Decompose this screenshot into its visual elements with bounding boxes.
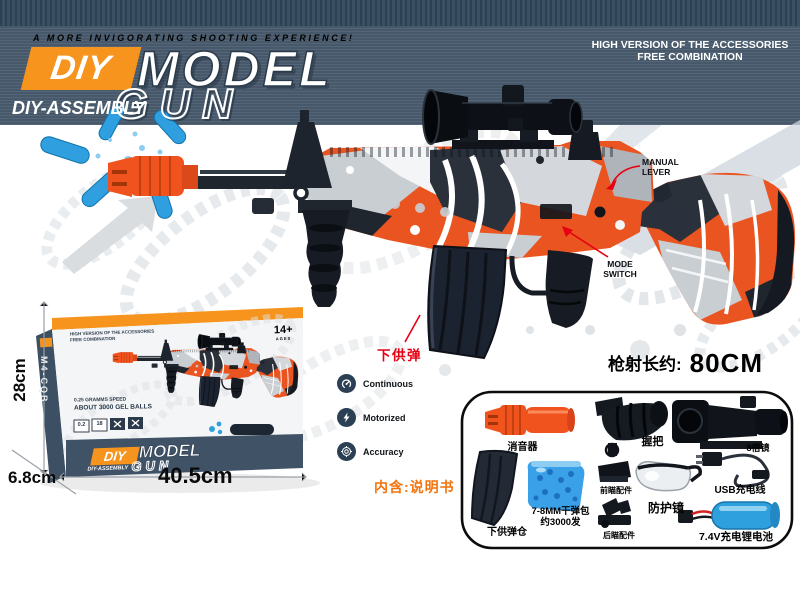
callout-mode-switch: MODE SWITCH [588, 259, 652, 279]
box-badge-1: 0.2 [77, 422, 86, 428]
mode-switch-line2: SWITCH [603, 268, 637, 279]
usb-cable-item [696, 452, 770, 488]
scope [422, 85, 583, 149]
box-logo-diy: DIY [103, 448, 127, 465]
mode-switch-line1: MODE [607, 259, 633, 269]
box-side-model: M4-CQB [39, 356, 49, 404]
feature-motorized: Motorized [337, 408, 413, 427]
grip-item [595, 397, 668, 441]
feature-label: Motorized [363, 412, 406, 423]
feature-label: Continuous [363, 378, 413, 389]
header-right-note-line2: FREE COMBINATION [637, 51, 743, 63]
buffer-tube [638, 198, 692, 234]
manual-lever-line1: MANUAL [642, 157, 679, 167]
gun-illustration [108, 85, 796, 360]
target-icon [337, 442, 356, 461]
feature-accuracy: Accuracy [337, 442, 413, 461]
accessory-label-magazine: 下供弹仓 [487, 527, 527, 538]
silencer-item [485, 405, 575, 435]
gel-pack-label-line2: 约3000发 [540, 517, 581, 528]
gauge-icon [337, 374, 356, 393]
goggles-item [635, 460, 702, 492]
battery-item [678, 501, 780, 530]
logo-model-text: MODEL [136, 40, 333, 98]
feature-list: Continuous Motorized Accuracy [337, 374, 413, 461]
callout-lines [404, 165, 641, 343]
feature-continuous: Continuous [337, 374, 413, 393]
accessory-label-silencer: 消音器 [507, 442, 538, 453]
box-spec-line2: ABOUT 3000 GEL BALLS [73, 403, 152, 412]
box-dim-height: 28cm [10, 358, 29, 402]
accessory-label-battery: 7.4V充电锂电池 [698, 531, 774, 543]
box-spec-line1: 0.25 GRAMMS SPEED [73, 396, 127, 404]
accessory-label-usb-cable: USB充电线 [714, 485, 766, 496]
logo-diy-text: DIY [48, 49, 114, 87]
box-logo-band [66, 434, 303, 477]
magazine-item [470, 449, 519, 527]
gel-pack-item [527, 461, 585, 512]
box-dim-depth: 6.8cm [8, 468, 57, 487]
rear-sight-item [598, 498, 631, 528]
rear-sight [568, 120, 602, 160]
foregrip [298, 200, 352, 307]
box-age-sub: AGES [275, 335, 292, 342]
header-right-note: HIGH VERSION OF THE ACCESSORIES FREE COM… [575, 39, 800, 63]
bolt-icon [337, 408, 356, 427]
box-age: 14+ [273, 323, 293, 337]
gun-length-label: 枪射长约: [608, 355, 682, 374]
box-top-edge [52, 307, 303, 330]
header-right-note-line1: HIGH VERSION OF THE ACCESSORIES [591, 39, 789, 51]
accessory-label-goggles: 防护镜 [647, 501, 684, 515]
gun-length: 枪射长约: 80CM [608, 348, 764, 378]
box-spec-badges [73, 417, 274, 435]
gun-length-value: 80CM [689, 348, 764, 378]
front-sight [252, 110, 332, 214]
callout-manual-lever: MANUAL LEVER [642, 157, 679, 177]
accessories-panel [460, 390, 794, 550]
scope-item [672, 396, 788, 449]
receiver-handguard [305, 141, 654, 260]
box-age-badge: 14+ AGES [274, 324, 293, 342]
gel-pack-label-line1: 7-8MM干弹包 [531, 506, 590, 517]
tagline: A MORE INVIGORATING SHOOTING EXPERIENCE! [33, 33, 355, 43]
logo-gun-text: GUN [114, 79, 245, 128]
muzzle-silencer [108, 156, 198, 197]
box-illustration [11, 301, 320, 495]
front-sight-item [598, 442, 631, 482]
accessory-label-grip: 握把 [641, 436, 664, 448]
barrel [168, 176, 313, 189]
magazine [427, 244, 508, 360]
logo-subtitle: DIY-ASSEMBLY [12, 98, 146, 118]
box-badge-2: 18 [96, 421, 103, 427]
accessory-label-rear-sight: 后瞄配件 [603, 531, 635, 540]
feature-label: Accuracy [363, 446, 404, 457]
box-logo-sub: DIY-ASSEMBLY [87, 465, 129, 473]
manual-lever-line2: LEVER [642, 166, 671, 177]
header-band-texture [0, 0, 800, 26]
box-dim-width: 40.5cm [158, 463, 233, 488]
dimension-lines [11, 301, 307, 495]
pistol-grip [509, 250, 593, 328]
accessory-label-scope: 8倍镜 [746, 443, 770, 453]
accessory-label-front-sight: 前瞄配件 [600, 486, 632, 495]
includes-note: 内含:说明书 [374, 479, 455, 495]
accessory-label-gel-pack: 7-8MM干弹包 约3000发 [523, 506, 598, 528]
callout-bottom-feed: 下供弹 [377, 348, 422, 363]
